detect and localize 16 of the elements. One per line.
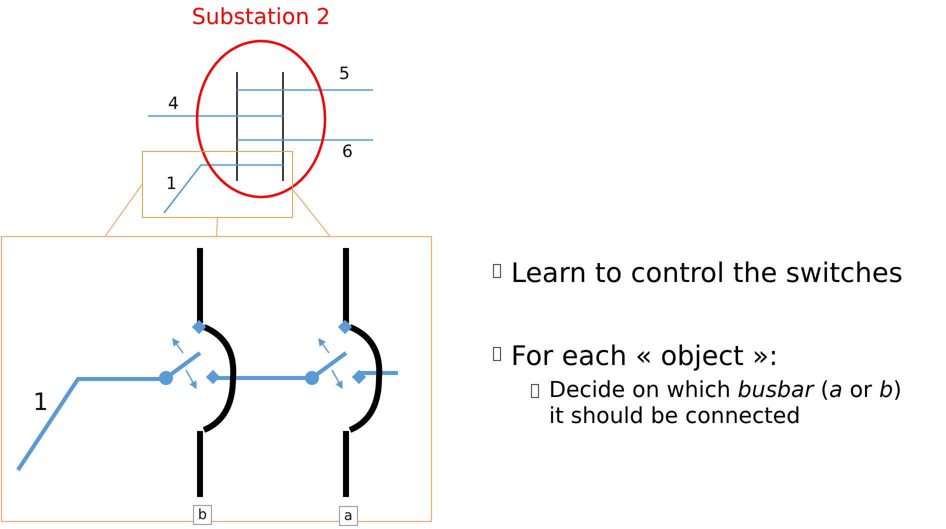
zoom-line (104, 184, 142, 236)
bullet-text: For each « object »: (511, 341, 779, 374)
substation-title: Substation 2 (190, 5, 332, 30)
bullet-text: Decide on which busbar (a or b) it should be connected (549, 378, 903, 431)
line-number: 6 (342, 142, 353, 162)
zoom-frame (1, 236, 432, 522)
zoom-frame (142, 151, 293, 218)
busbar-label: a (339, 506, 358, 526)
zoom-line (216, 218, 218, 236)
bullet-text: Learn to control the switches (511, 258, 904, 290)
zoom-line (292, 189, 330, 236)
line-number: 1 (166, 174, 177, 194)
line-number: 1 (33, 388, 48, 416)
busbar-label: b (193, 505, 212, 525)
line-number: 4 (168, 94, 179, 114)
line-number: 5 (339, 64, 350, 84)
